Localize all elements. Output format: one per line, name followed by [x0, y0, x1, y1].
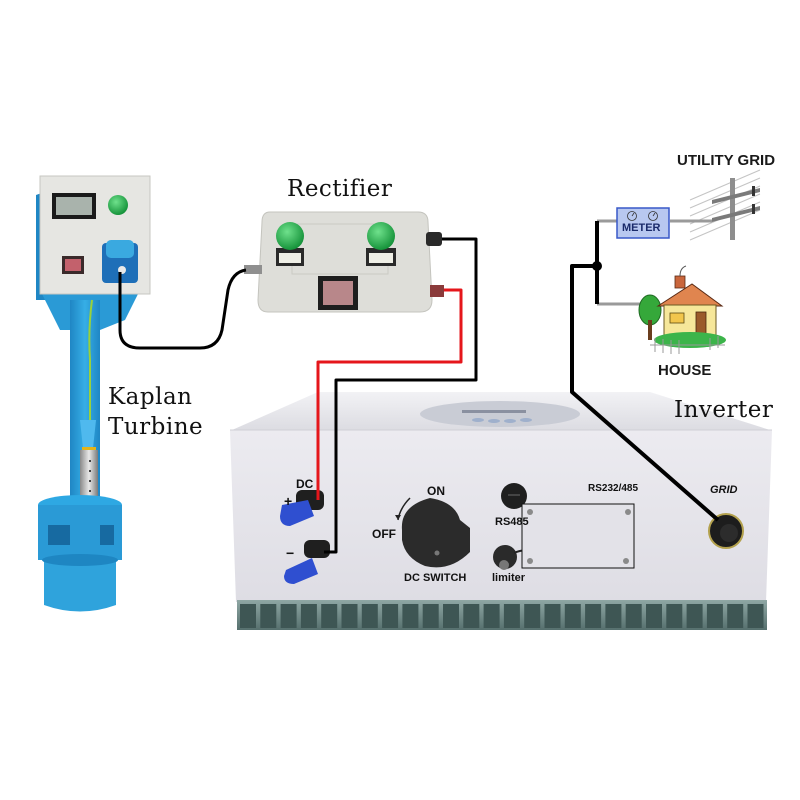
turbine-label-line1: Kaplan: [108, 384, 193, 410]
meter-label: METER: [622, 222, 661, 234]
rs232-485-cover-plate: [521, 503, 635, 569]
turbine-label-line2: Turbine: [108, 414, 204, 440]
heatsink-fin: [321, 604, 338, 628]
heatsink-fin: [646, 604, 662, 628]
dc-switch-label: DC SWITCH: [404, 572, 467, 584]
dc-plus-label: +: [284, 493, 293, 509]
heatsink-fin: [706, 604, 723, 628]
wire-dc-plus: [316, 288, 463, 500]
wire-dc-minus: [324, 237, 478, 554]
turbine-indicator-lamp: [108, 195, 128, 215]
heatsink-fin: [382, 604, 399, 628]
heatsink-fins: [240, 604, 764, 628]
rectifier-dc-plus-gland: [430, 285, 444, 297]
rectifier-lamp-ac: [276, 222, 304, 250]
heatsink-fin: [605, 604, 622, 628]
wire-junction-node: [592, 261, 602, 271]
heatsink-fin: [483, 604, 500, 628]
inverter-body: [230, 392, 772, 630]
rs485-label: RS485: [495, 516, 529, 528]
heatsink-fin: [686, 604, 703, 628]
turbine-draft-tube: [44, 560, 116, 612]
limiter-label: limiter: [492, 572, 526, 584]
switch-off-label: OFF: [372, 527, 396, 541]
heatsink-fin: [503, 604, 520, 628]
utility-grid-label: UTILITY GRID: [677, 152, 776, 169]
heatsink-fin: [625, 604, 642, 628]
inverter-label: Inverter: [674, 397, 774, 423]
rectifier-dc-minus-gland: [426, 232, 442, 246]
heatsink-fin: [747, 604, 764, 628]
turbine-adjust-knob: [80, 420, 96, 448]
heatsink-fin: [463, 604, 480, 628]
wire-turbine-to-rectifier: [118, 268, 247, 350]
rectifier-ac-input-connector: [244, 265, 262, 274]
wiring: [118, 221, 720, 554]
rectifier-lamp-dc: [367, 222, 395, 250]
heatsink-fin: [422, 604, 439, 628]
inverter-display-panel: [420, 401, 580, 427]
utility-grid-pole: [689, 169, 761, 241]
heatsink-fin: [341, 604, 358, 628]
electric-meter: [616, 207, 670, 239]
house-label: HOUSE: [658, 362, 712, 379]
switch-on-label: ON: [427, 484, 445, 498]
heatsink-fin: [564, 604, 581, 628]
house-illustration: [638, 265, 726, 354]
heatsink-fin: [260, 604, 277, 628]
heatsink-fin: [443, 604, 459, 628]
heatsink-fin: [524, 604, 541, 628]
dc-switch-knob: [401, 498, 470, 568]
kaplan-turbine: [36, 175, 151, 612]
rectifier-box: [244, 211, 444, 313]
heatsink-fin: [280, 604, 297, 628]
dc-minus-label: −: [286, 545, 295, 561]
heatsink-fin: [727, 604, 744, 628]
heatsink-fin: [666, 604, 683, 628]
limiter-port: [493, 545, 517, 569]
heatsink-fin: [361, 604, 378, 628]
heatsink-fin: [402, 604, 419, 628]
dc-minus-connector: [284, 540, 330, 584]
rs232-485-label: RS232/485: [588, 483, 639, 494]
dc-port-label: DC: [296, 477, 314, 491]
heatsink-fin: [585, 604, 602, 628]
heatsink-fin: [544, 604, 561, 628]
rectifier-label: Rectifier: [287, 176, 393, 202]
heatsink-fin: [300, 604, 317, 628]
wire-grid-to-junction: [570, 264, 720, 522]
heatsink-fin: [240, 604, 256, 628]
grid-port-label: GRID: [710, 484, 738, 496]
